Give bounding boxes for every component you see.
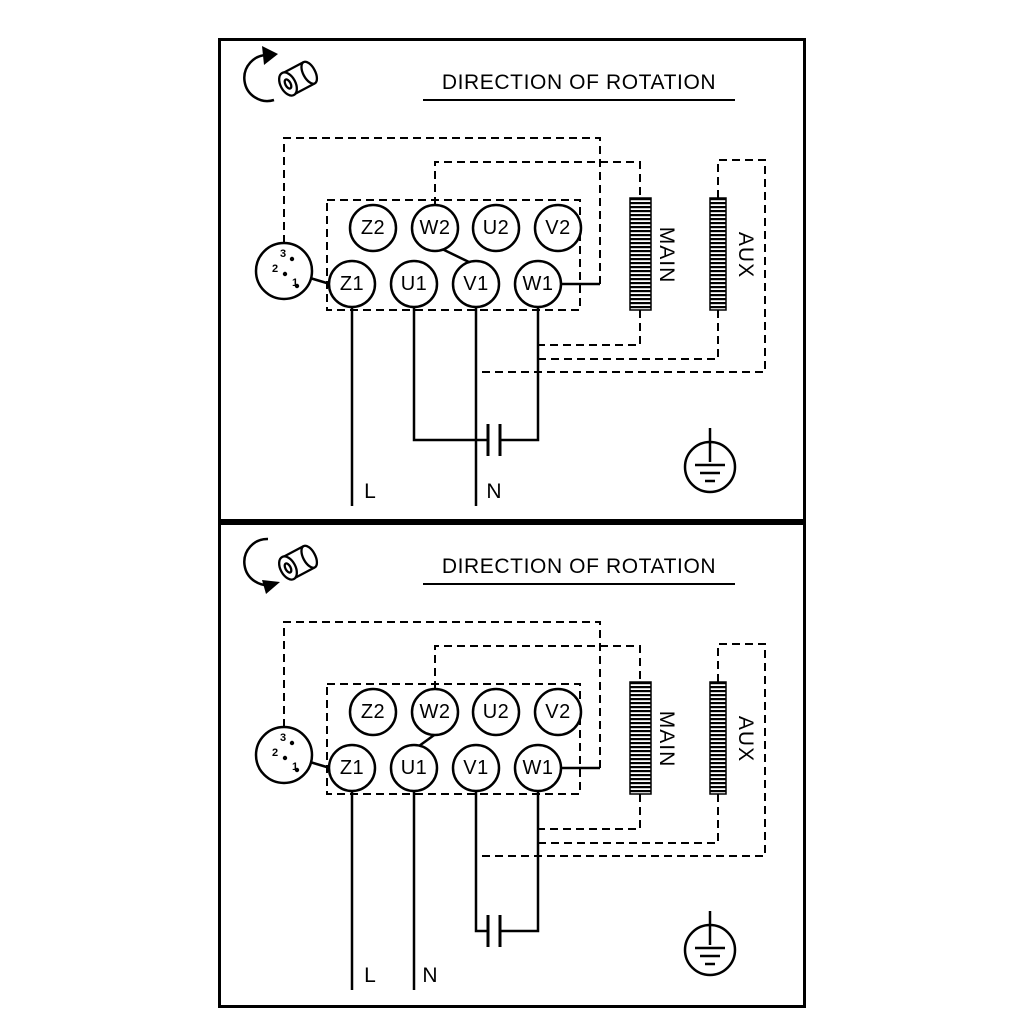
- terminal-label-v2: V2: [545, 216, 571, 239]
- terminal-label-w1: W1: [522, 756, 554, 779]
- panel-title: DIRECTION OF ROTATION: [423, 71, 735, 101]
- capacitor: [486, 915, 502, 947]
- terminal-label-w2: W2: [419, 216, 451, 239]
- terminal-circle-w1: [513, 259, 563, 309]
- terminal-label-v2: V2: [545, 700, 571, 723]
- terminal-circle-v2: [533, 687, 583, 737]
- terminal-label-u1: U1: [400, 272, 428, 295]
- terminal-circle-u2: [471, 203, 521, 253]
- terminal-block-outline: [326, 199, 581, 311]
- rotation-direction-icon: [243, 537, 319, 594]
- main-winding-bar: [629, 681, 652, 795]
- wire-selector-z1: [309, 760, 331, 770]
- wire-capacitor-w1: [500, 307, 540, 442]
- panel-border: [218, 522, 806, 1008]
- terminal-circle-v1: [451, 259, 501, 309]
- aux-winding-bar: [709, 681, 727, 795]
- terminal-circle-w1: [513, 743, 563, 793]
- dashed-connections: [283, 137, 766, 373]
- selector-position-3: 3: [279, 732, 287, 744]
- terminal-label-v1: V1: [463, 272, 489, 295]
- terminal-circle-w2: [410, 687, 460, 737]
- wire-u1-capacitor: [412, 307, 488, 442]
- wiring-canvas-bottom: [218, 522, 806, 1008]
- terminal-label-u2: U2: [482, 216, 510, 239]
- solid-wires: [309, 246, 600, 506]
- neutral-label: N: [422, 964, 438, 987]
- terminal-label-u2: U2: [482, 700, 510, 723]
- terminal-circle-w2: [410, 203, 460, 253]
- wire-selector-z1: [309, 276, 331, 286]
- terminal-label-v1: V1: [463, 756, 489, 779]
- ground-icon: [683, 911, 737, 977]
- terminal-label-w1: W1: [522, 272, 554, 295]
- terminal-circle-z1: [327, 259, 377, 309]
- terminal-circle-u1: [389, 259, 439, 309]
- terminal-label-w2: W2: [419, 700, 451, 723]
- ground-icon: [683, 428, 737, 494]
- terminal-circle-u1: [389, 743, 439, 793]
- terminal-circle-v2: [533, 203, 583, 253]
- wire-v1-capacitor: [474, 791, 488, 933]
- terminal-label-z2: Z2: [360, 216, 386, 239]
- terminal-circles: [327, 687, 583, 793]
- selector-position-2: 2: [271, 263, 279, 275]
- selector-position-1: 1: [291, 277, 299, 289]
- terminal-circle-v1: [451, 743, 501, 793]
- rotation-direction-icon: [243, 46, 319, 103]
- selector-switch: [254, 241, 314, 301]
- capacitor: [486, 424, 502, 456]
- main-winding-label: MAIN: [655, 226, 678, 284]
- line-label: L: [364, 480, 376, 503]
- terminal-circle-z2: [348, 203, 398, 253]
- terminal-circle-z2: [348, 687, 398, 737]
- terminal-circles: [327, 203, 583, 309]
- wiring-panel-top: DIRECTION OF ROTATION Z2 W2 U2 V2 Z1 U1 …: [218, 38, 806, 522]
- main-winding-bar: [629, 197, 652, 311]
- terminal-label-z2: Z2: [360, 700, 386, 723]
- aux-winding-label: AUX: [734, 715, 757, 763]
- selector-position-3: 3: [279, 248, 287, 260]
- main-winding-label: MAIN: [655, 710, 678, 768]
- dashed-connections: [283, 621, 766, 857]
- aux-winding-label: AUX: [734, 231, 757, 279]
- wire-w2-v1-link: [439, 246, 472, 265]
- terminal-label-z1: Z1: [339, 272, 365, 295]
- terminal-block-outline: [326, 683, 581, 795]
- panel-border: [218, 38, 806, 522]
- terminal-circle-z1: [327, 743, 377, 793]
- panel-title: DIRECTION OF ROTATION: [423, 555, 735, 585]
- terminal-label-u1: U1: [400, 756, 428, 779]
- line-label: L: [364, 964, 376, 987]
- wiring-canvas-top: [218, 38, 806, 522]
- selector-switch: [254, 725, 314, 785]
- selector-position-1: 1: [291, 761, 299, 773]
- aux-winding-bar: [709, 197, 727, 311]
- wire-capacitor-w1: [500, 791, 540, 933]
- wiring-panel-bottom: DIRECTION OF ROTATION Z2 W2 U2 V2 Z1 U1 …: [218, 522, 806, 1008]
- terminal-label-z1: Z1: [339, 756, 365, 779]
- neutral-label: N: [486, 480, 502, 503]
- solid-wires: [309, 731, 600, 990]
- selector-position-2: 2: [271, 747, 279, 759]
- terminal-circle-u2: [471, 687, 521, 737]
